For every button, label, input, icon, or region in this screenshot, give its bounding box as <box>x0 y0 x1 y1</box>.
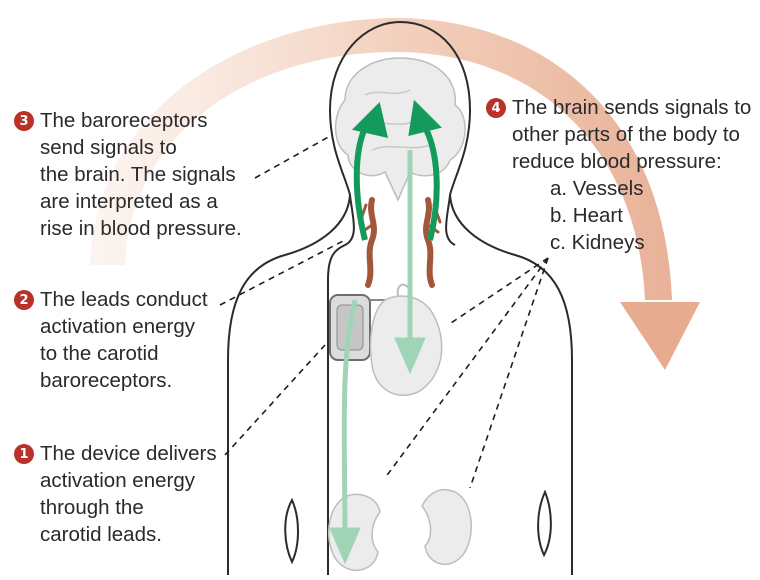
step-3-line-3: the brain. The signals <box>40 161 242 188</box>
step-4-line-1: The brain sends signals to <box>512 94 751 121</box>
step-4-callout: 4 The brain sends signals to other parts… <box>486 94 751 256</box>
step-2-line-2: activation energy <box>40 313 208 340</box>
step-4-line-3: reduce blood pressure: <box>512 148 751 175</box>
step-2-line-1: The leads conduct <box>40 286 208 313</box>
carotid-artery-icon <box>360 200 440 285</box>
step-3-line-5: rise in blood pressure. <box>40 215 242 242</box>
step-1-callout: 1 The device delivers activation energy … <box>14 440 217 548</box>
step-2-line-4: baroreceptors. <box>40 367 208 394</box>
step-4-sub-kidneys: c. Kidneys <box>550 229 751 256</box>
step-1-line-2: activation energy <box>40 467 217 494</box>
step-4-line-2: other parts of the body to <box>512 121 751 148</box>
step-3-line-4: are interpreted as a <box>40 188 242 215</box>
step-1-badge: 1 <box>14 444 34 464</box>
step-3-line-1: The baroreceptors <box>40 107 242 134</box>
step-2-callout: 2 The leads conduct activation energy to… <box>14 286 208 394</box>
step-2-line-3: to the carotid <box>40 340 208 367</box>
step-4-sub-vessels: a. Vessels <box>550 175 751 202</box>
step-1-line-3: through the <box>40 494 217 521</box>
step-1-line-4: carotid leads. <box>40 521 217 548</box>
step-2-badge: 2 <box>14 290 34 310</box>
step-4-sub-heart: b. Heart <box>550 202 751 229</box>
step-4-badge: 4 <box>486 98 506 118</box>
step-1-line-1: The device delivers <box>40 440 217 467</box>
step-3-badge: 3 <box>14 111 34 131</box>
step-3-line-2: send signals to <box>40 134 242 161</box>
step-3-callout: 3 The baroreceptors send signals to the … <box>14 107 242 242</box>
